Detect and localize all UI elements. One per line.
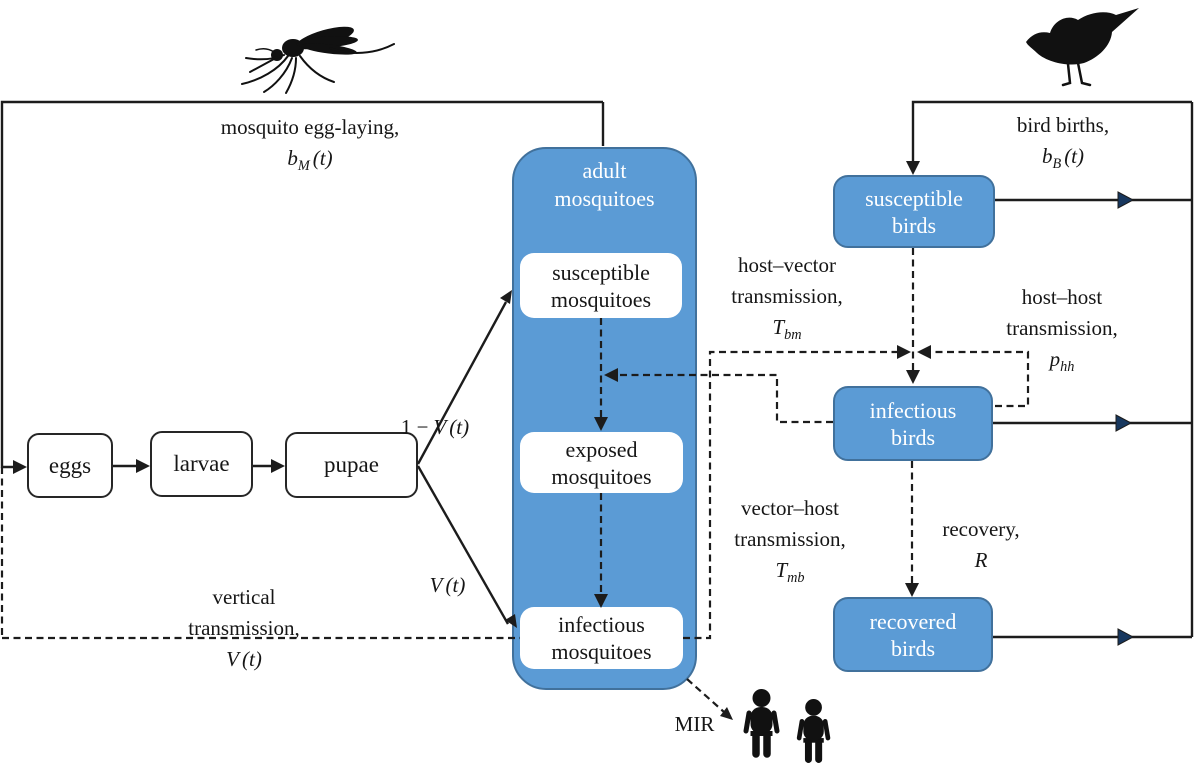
- edge-label-mosquito-egg-laying: mosquito egg-laying, bM(t): [150, 112, 470, 174]
- edge-label-recovery: recovery, R: [901, 514, 1061, 576]
- node-label-line: infectious: [869, 397, 957, 423]
- label-math: R: [974, 548, 988, 572]
- node-susceptible-mosquitoes: susceptible mosquitoes: [520, 253, 682, 318]
- edge-label-vector-host: vector–host transmission, Tmb: [680, 493, 900, 586]
- label-text: vertical: [212, 585, 276, 609]
- node-larvae: larvae: [150, 431, 253, 497]
- node-infectious-birds: infectious birds: [833, 386, 993, 461]
- label-text: host–host: [1021, 285, 1103, 309]
- node-label-line: birds: [892, 212, 936, 238]
- edge-label-branch-infected: V(t): [429, 573, 466, 597]
- label-math: bB(t): [1041, 144, 1085, 173]
- node-label-line: pupae: [324, 452, 379, 477]
- label-text: MIR: [674, 712, 715, 736]
- node-label-line: susceptible: [865, 185, 963, 211]
- label-text: vector–host: [741, 496, 839, 520]
- person-icon-2: [796, 699, 831, 763]
- mosquito-icon: [241, 26, 395, 94]
- node-eggs: eggs: [27, 433, 113, 498]
- node-label-line: mosquitoes: [551, 463, 652, 489]
- label-text: transmission,: [734, 527, 846, 551]
- node-label-line: recovered: [869, 608, 957, 634]
- label-text: transmission,: [1006, 316, 1118, 340]
- node-label-line: eggs: [48, 452, 92, 478]
- node-label-line: mosquitoes: [554, 186, 655, 211]
- label-text: 1 −: [400, 415, 429, 439]
- label-math: bM(t): [287, 146, 333, 175]
- label-math: Tmb: [775, 558, 805, 587]
- node-infectious-mosquitoes: infectious mosquitoes: [520, 607, 683, 669]
- label-text: recovery,: [942, 517, 1020, 541]
- label-text: transmission,: [731, 284, 843, 308]
- node-label-line: susceptible: [552, 259, 650, 285]
- label-math: Tbm: [772, 315, 802, 344]
- label-text: host–vector: [738, 253, 836, 277]
- edge-bird-infection: [906, 248, 920, 384]
- node-exposed-mosquitoes: exposed mosquitoes: [520, 432, 683, 493]
- node-label-line: adult: [582, 158, 627, 183]
- label-math: V(t): [226, 647, 262, 671]
- node-susceptible-birds: susceptible birds: [833, 175, 995, 248]
- node-label-line: infectious: [558, 612, 645, 637]
- label-text: transmission,: [188, 616, 300, 640]
- edge-label-mir: MIR: [652, 709, 737, 740]
- edge-label-host-host: host–host transmission, phh: [952, 282, 1172, 375]
- edge-label-branch-uninfected: 1 −V(t): [400, 415, 470, 439]
- node-label-line: larvae: [173, 451, 230, 476]
- node-label-line: mosquitoes: [550, 286, 652, 312]
- node-label-line: birds: [891, 424, 935, 450]
- bird-icon: [1026, 8, 1139, 87]
- node-label-line: exposed: [565, 436, 638, 462]
- node-label-line: birds: [891, 635, 935, 661]
- label-text: mosquito egg-laying,: [220, 115, 400, 139]
- node-label-line: mosquitoes: [551, 639, 652, 664]
- edge-label-host-vector: host–vector transmission, Tbm: [677, 250, 897, 343]
- edge-label-vertical-transmission: vertical transmission, V(t): [144, 582, 344, 675]
- edge-label-bird-births: bird births, bB(t): [943, 110, 1183, 172]
- label-math: phh: [1049, 347, 1075, 376]
- label-text: bird births,: [1016, 113, 1110, 137]
- person-icon: [743, 689, 780, 758]
- node-recovered-birds: recovered birds: [833, 597, 993, 672]
